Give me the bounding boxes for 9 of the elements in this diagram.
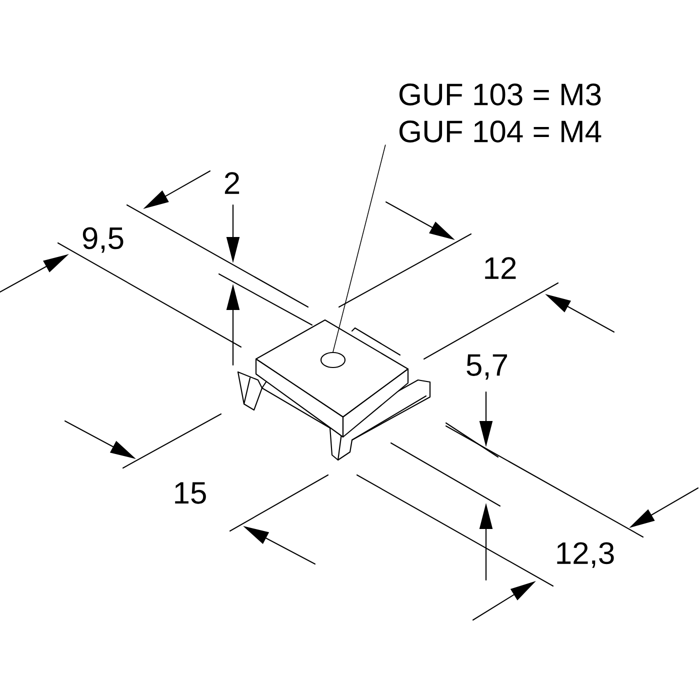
- part-number-text: GUF 103 = M3 GUF 104 = M4: [399, 84, 602, 142]
- dimension-label: 2: [224, 172, 240, 194]
- dimension-label: 12: [485, 257, 516, 279]
- dimension-label: 5,7: [466, 354, 507, 380]
- dimension-label: 12,3: [557, 542, 614, 568]
- hole: [320, 352, 346, 368]
- dimension-label: 15: [175, 482, 206, 504]
- leader-line: [332, 144, 386, 352]
- dimension-label: 9,5: [82, 227, 124, 253]
